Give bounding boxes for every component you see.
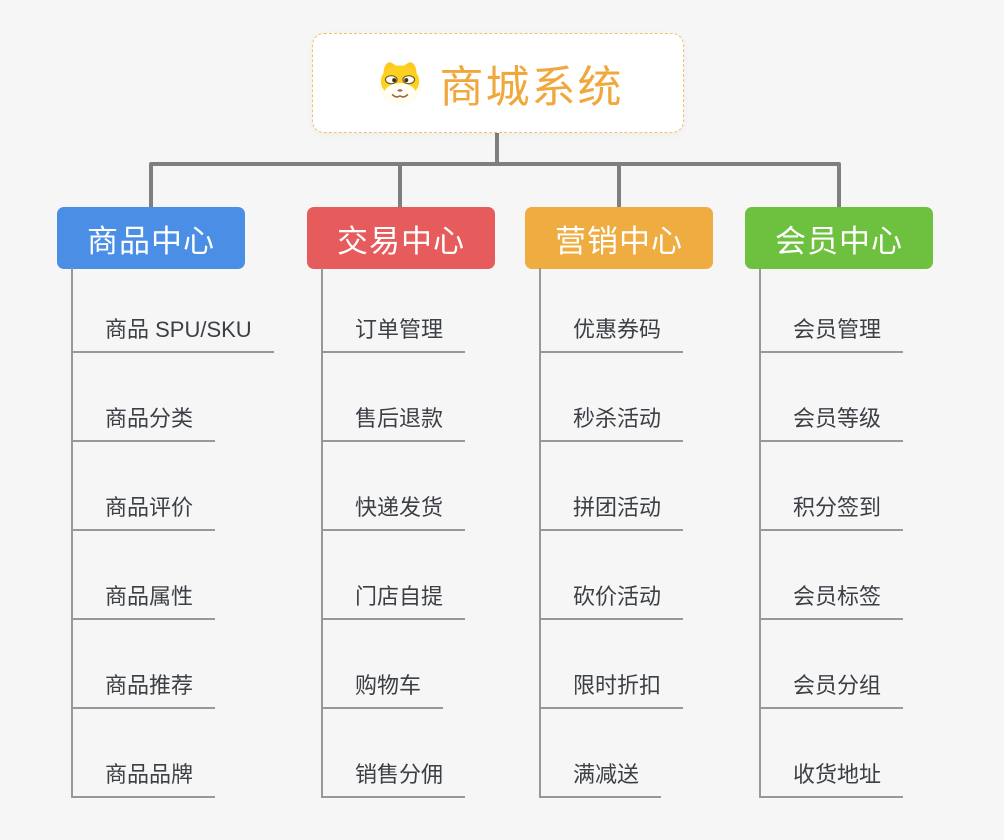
branch-items-goods: 商品 SPU/SKU 商品分类 商品评价 商品属性 商品推荐 商品品牌: [71, 269, 307, 798]
branch-item[interactable]: 会员等级: [759, 353, 995, 442]
branch-item[interactable]: 商品分类: [71, 353, 307, 442]
branch-item[interactable]: 会员管理: [759, 269, 995, 353]
branch-item[interactable]: 会员分组: [759, 620, 995, 709]
branch-item[interactable]: 收货地址: [759, 709, 995, 798]
branch-column-marketing: 营销中心 优惠券码 秒杀活动 拼团活动 砍价活动 限时折扣 满减送: [525, 207, 775, 798]
branch-column-trade: 交易中心 订单管理 售后退款 快递发货 门店自提 购物车 销售分佣: [307, 207, 557, 798]
branch-header-label: 交易中心: [337, 223, 465, 259]
branch-spine-line: [539, 268, 541, 798]
branch-header-marketing[interactable]: 营销中心: [525, 207, 713, 269]
branch-item[interactable]: 订单管理: [321, 269, 557, 353]
branch-item[interactable]: 售后退款: [321, 353, 557, 442]
branch-item[interactable]: 秒杀活动: [539, 353, 775, 442]
branch-header-goods[interactable]: 商品中心: [57, 207, 245, 269]
branch-header-label: 营销中心: [555, 223, 683, 259]
branch-header-label: 商品中心: [87, 223, 215, 259]
branch-items-member: 会员管理 会员等级 积分签到 会员标签 会员分组 收货地址: [759, 269, 995, 798]
branch-item[interactable]: 商品推荐: [71, 620, 307, 709]
root-label: 商城系统: [439, 63, 624, 112]
root-node[interactable]: 商城系统: [312, 33, 684, 133]
branch-item[interactable]: 拼团活动: [539, 442, 775, 531]
branch-column-member: 会员中心 会员管理 会员等级 积分签到 会员标签 会员分组 收货地址: [745, 207, 995, 798]
branch-item[interactable]: 商品评价: [71, 442, 307, 531]
branch-item[interactable]: 商品品牌: [71, 709, 307, 798]
branch-header-member[interactable]: 会员中心: [745, 207, 933, 269]
branch-item[interactable]: 商品属性: [71, 531, 307, 620]
branch-item[interactable]: 优惠券码: [539, 269, 775, 353]
dog-face-icon: [373, 58, 427, 108]
branch-item[interactable]: 购物车: [321, 620, 557, 709]
branch-item[interactable]: 限时折扣: [539, 620, 775, 709]
branch-item[interactable]: 满减送: [539, 709, 775, 798]
branch-item[interactable]: 销售分佣: [321, 709, 557, 798]
branch-item[interactable]: 会员标签: [759, 531, 995, 620]
branch-spine-line: [759, 268, 761, 798]
connector-path: [149, 131, 841, 210]
branch-item[interactable]: 门店自提: [321, 531, 557, 620]
branch-item[interactable]: 商品 SPU/SKU: [71, 269, 307, 353]
branch-item[interactable]: 积分签到: [759, 442, 995, 531]
branch-item[interactable]: 砍价活动: [539, 531, 775, 620]
branch-spine-line: [321, 268, 323, 798]
branch-column-goods: 商品中心 商品 SPU/SKU 商品分类 商品评价 商品属性 商品推荐 商品品牌: [57, 207, 307, 798]
branch-header-trade[interactable]: 交易中心: [307, 207, 495, 269]
branch-header-label: 会员中心: [775, 223, 903, 259]
branch-spine-line: [71, 268, 73, 798]
branch-item[interactable]: 快递发货: [321, 442, 557, 531]
branch-items-trade: 订单管理 售后退款 快递发货 门店自提 购物车 销售分佣: [321, 269, 557, 798]
branch-items-marketing: 优惠券码 秒杀活动 拼团活动 砍价活动 限时折扣 满减送: [539, 269, 775, 798]
